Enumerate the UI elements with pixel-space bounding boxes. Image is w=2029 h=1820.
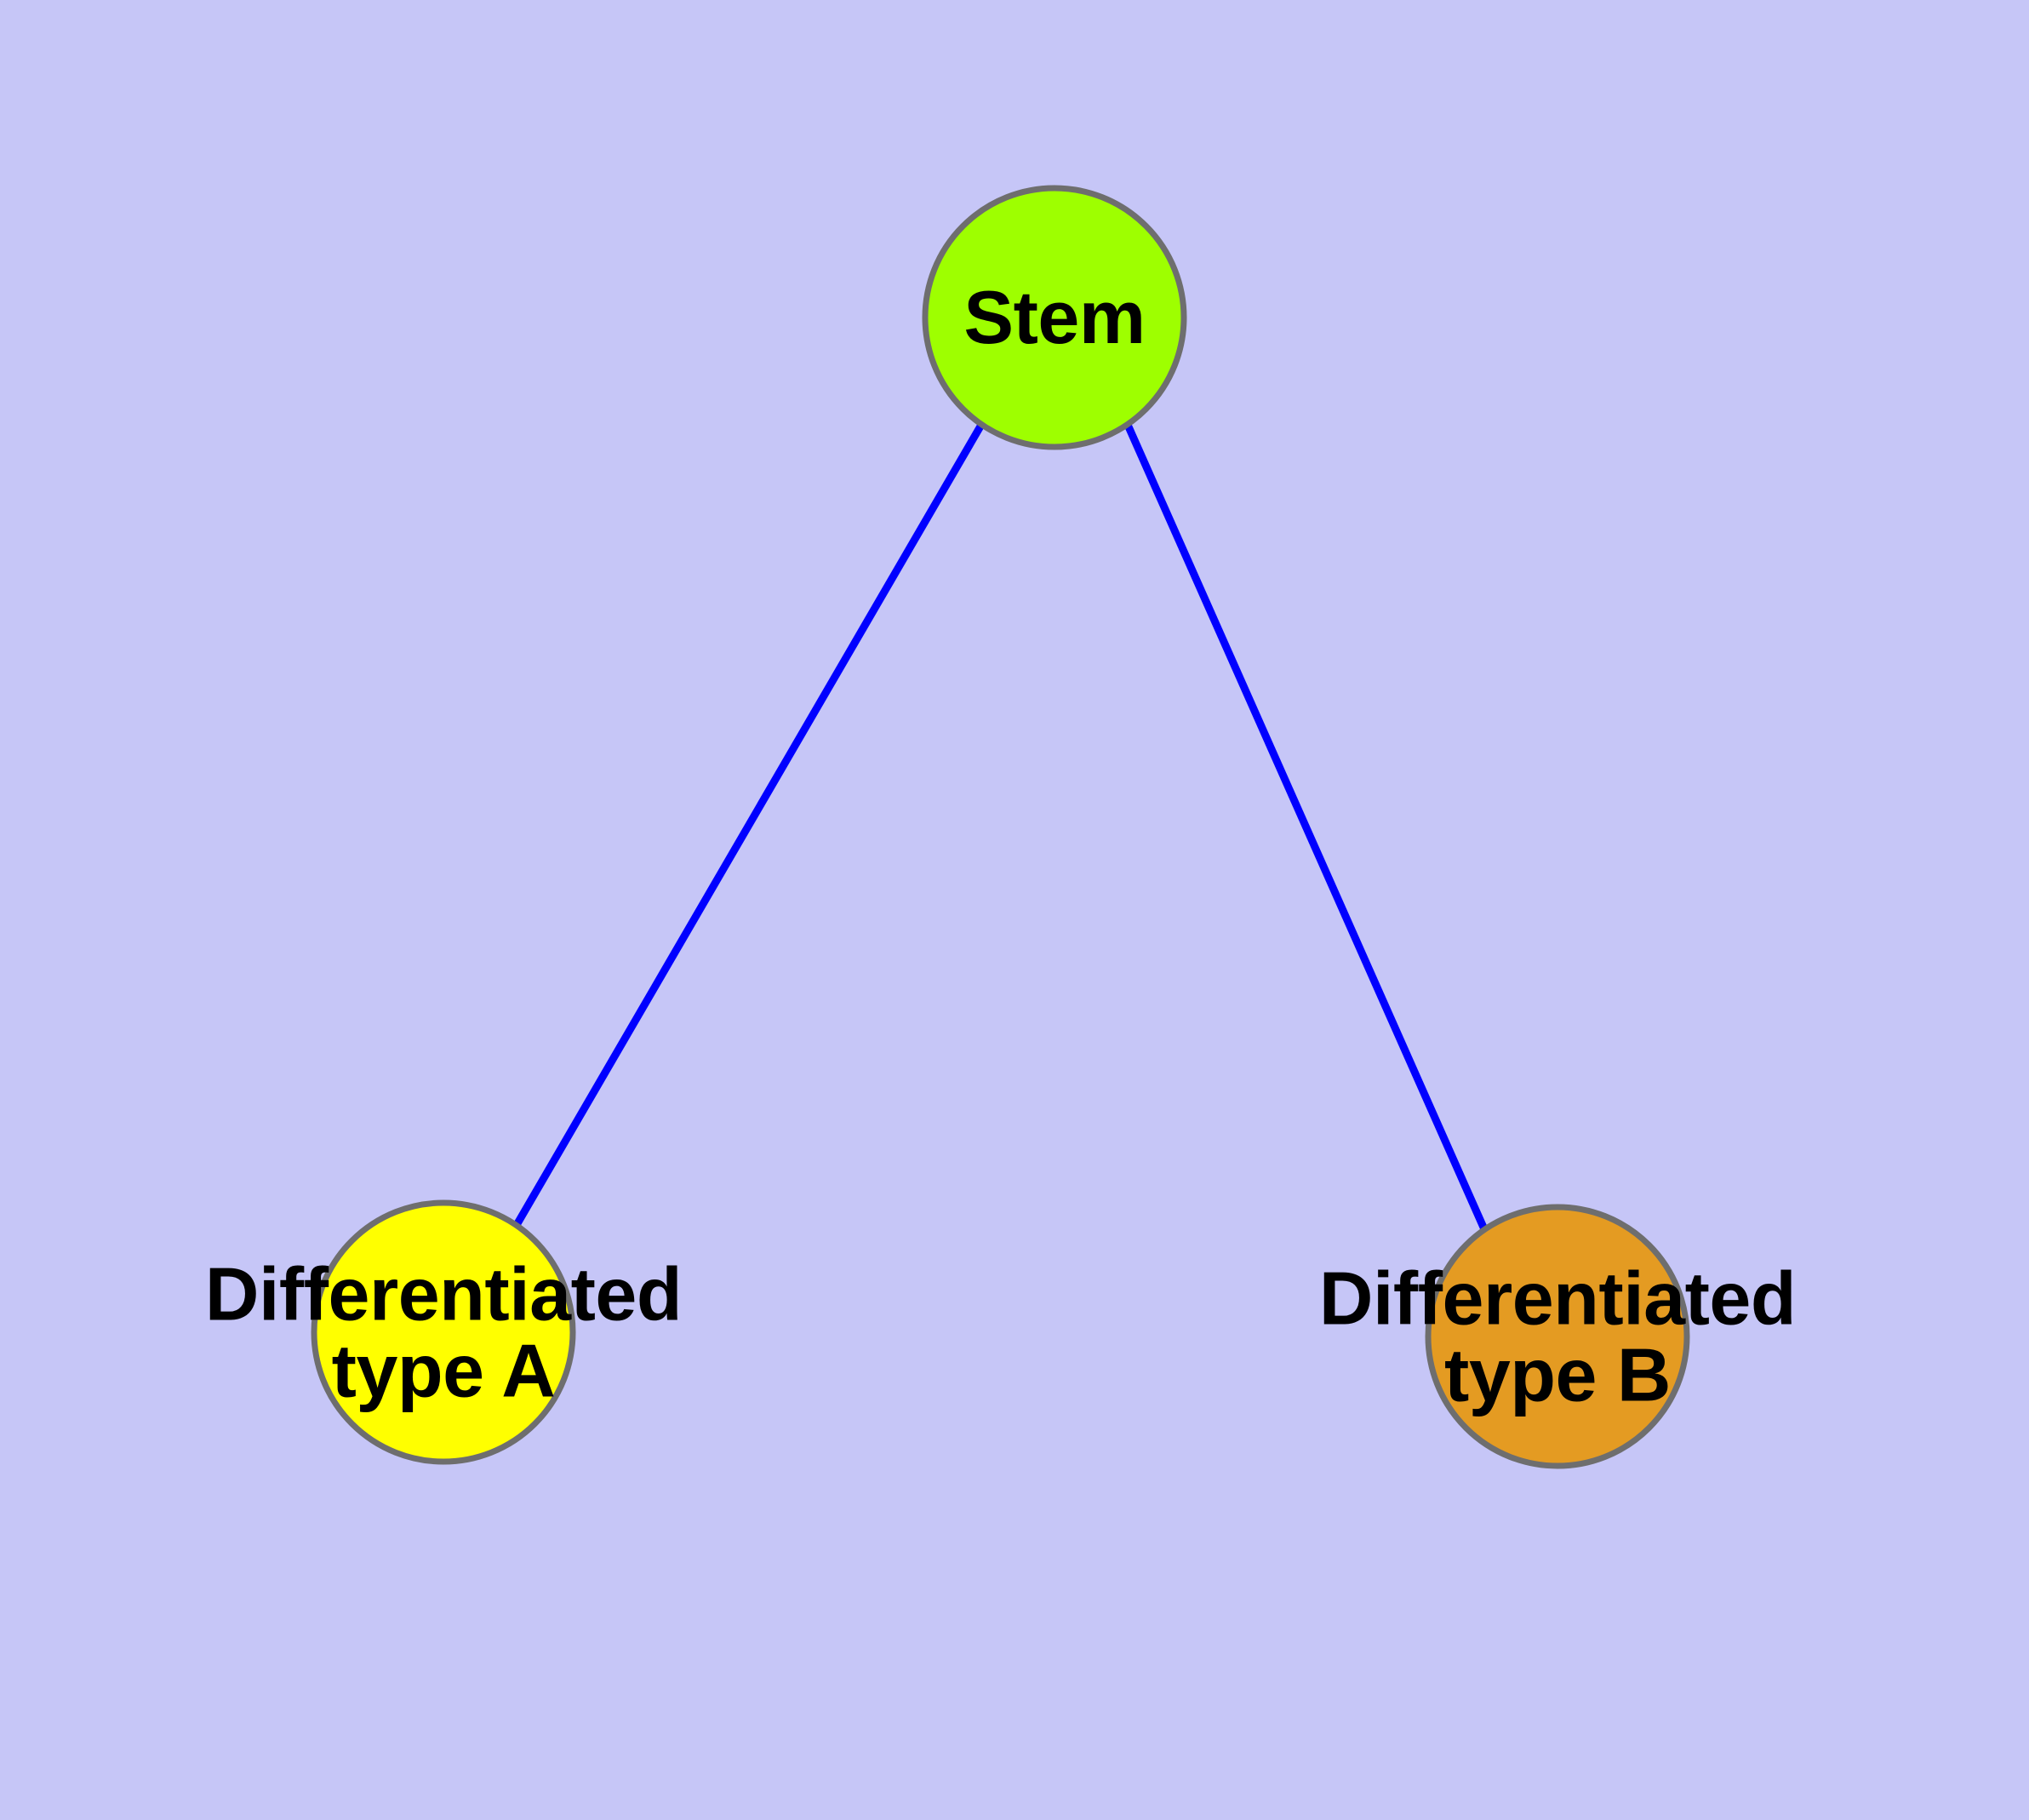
graph-node-stem[interactable] <box>922 185 1187 450</box>
edges-layer <box>513 422 1489 1231</box>
nodes-layer <box>311 185 1690 1469</box>
graph-edge-stem-to-diff-a[interactable] <box>513 422 985 1228</box>
graph-node-diff-b[interactable] <box>1425 1204 1690 1469</box>
graph-node-diff-a[interactable] <box>311 1199 576 1465</box>
graph-edge-stem-to-diff-b[interactable] <box>1123 423 1489 1231</box>
